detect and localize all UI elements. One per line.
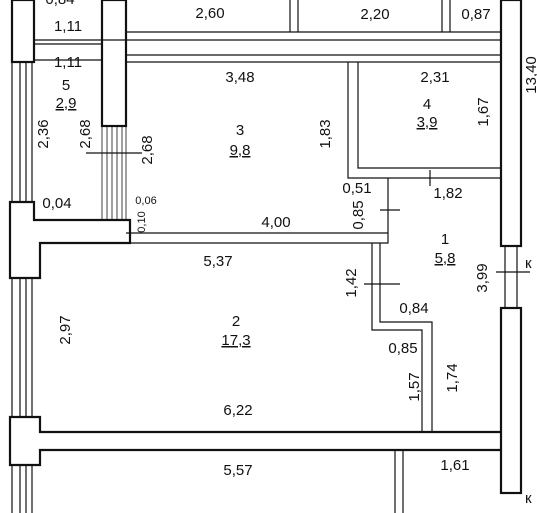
dim-r4-width: 2,31 (420, 69, 449, 86)
dim-r2-height: 2,97 (57, 315, 74, 344)
dim-r2-157: 1,57 (406, 372, 423, 401)
dim-r5-side: 2,68 (77, 119, 94, 148)
dim-outer-1340: 13,40 (523, 56, 537, 94)
wall-bottom-horizontal (8, 415, 507, 467)
dim-bottom-557: 5,57 (223, 462, 252, 479)
dim-bottom-161: 1,61 (440, 457, 469, 474)
dim-top-087: 0,87 (461, 6, 490, 23)
room-3-number: 3 (236, 122, 244, 139)
room-2-number: 2 (232, 313, 240, 330)
room-5-area: 2,9 (56, 95, 77, 112)
edge-mark-right-middle: к (525, 255, 532, 272)
dim-r2-width-bottom: 6,22 (223, 402, 252, 419)
dim-top-260: 2,60 (195, 5, 224, 22)
right-exterior-wall-lower (499, 306, 523, 495)
right-exterior-wall-upper (499, 0, 523, 248)
room-1-area: 5,8 (435, 250, 456, 267)
edge-mark-right-bottom: к (525, 490, 532, 507)
dim-r5-height: 2,36 (35, 119, 52, 148)
dim-wall-010: 0,10 (136, 211, 148, 232)
dim-r2-width-top: 5,37 (203, 253, 232, 270)
dim-corr-051: 0,51 (342, 180, 371, 197)
dim-top-111: 1,11 (54, 18, 82, 35)
room-4-number: 4 (423, 96, 431, 113)
wall-r5-r3 (100, 0, 128, 128)
room-4-walls (357, 62, 500, 169)
left-exterior-wall (11, 60, 33, 513)
dim-r3-bottom: 4,00 (261, 214, 290, 231)
dim-r1-084: 0,84 (399, 300, 428, 317)
dim-r2-174: 1,74 (444, 363, 461, 392)
dim-r5-width: 1,11 (54, 54, 82, 71)
dim-wall-004: 0,04 (42, 195, 71, 212)
dim-r4-height: 1,67 (475, 97, 492, 126)
room-1-number: 1 (441, 231, 449, 248)
dim-top-cut: 0,84 (45, 0, 74, 8)
dim-r3-height-left: 2,68 (139, 135, 156, 164)
dim-r3-width: 3,48 (225, 69, 254, 86)
room-5-number: 5 (62, 77, 70, 94)
opening-hatch-r5 (101, 126, 127, 220)
dim-r1-142: 1,42 (343, 268, 360, 297)
room-1-walls (380, 178, 389, 244)
dim-wall-006: 0,06 (135, 195, 156, 207)
dimension-ticks (86, 152, 530, 285)
dim-corr-085a: 0,85 (350, 200, 367, 229)
dim-r4-bottom: 1,82 (433, 185, 462, 202)
top-walls (34, 0, 500, 63)
dim-r3-height-right: 1,83 (317, 119, 334, 148)
dim-r2-085: 0,85 (388, 340, 417, 357)
room-2-area: 17,3 (221, 332, 250, 349)
dim-top-220: 2,20 (360, 6, 389, 23)
room-4-area: 3,9 (417, 114, 438, 131)
room-3-area: 9,8 (230, 142, 251, 159)
dim-r1-height: 3,99 (474, 263, 491, 292)
wall-block-top-left (10, 0, 36, 64)
